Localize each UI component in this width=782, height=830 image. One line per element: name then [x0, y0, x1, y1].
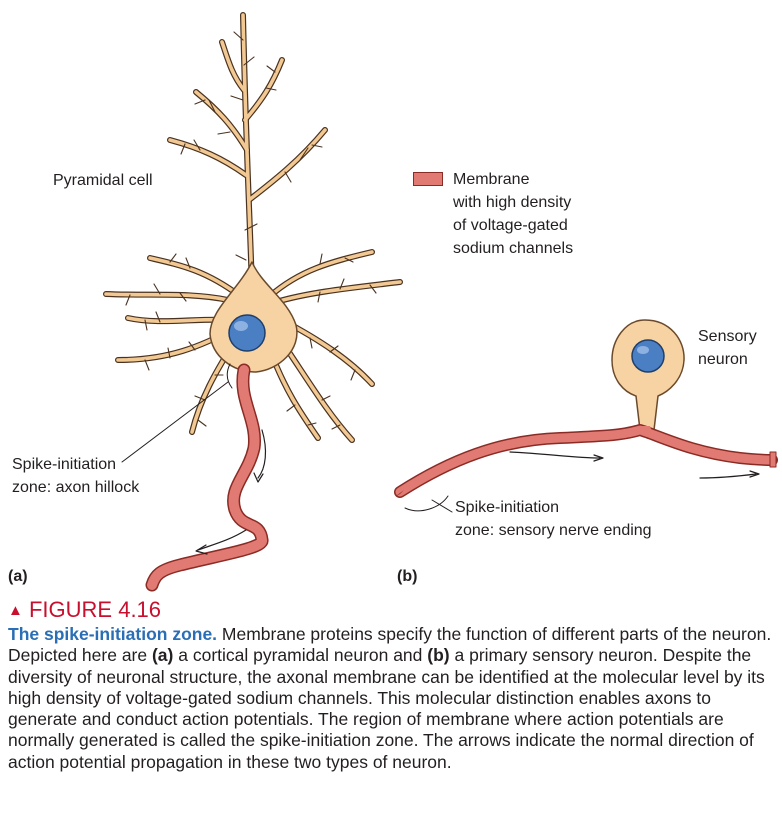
legend-line: sodium channels [453, 240, 574, 257]
sensory-soma [611, 319, 685, 431]
label-line: neuron [698, 351, 748, 368]
pyramidal-neuron [103, 12, 403, 592]
nerve-ending-bracket [404, 495, 449, 512]
panel-label-a: (a) [8, 568, 28, 585]
neuron-illustration [103, 12, 778, 592]
label-line: zone: sensory nerve ending [455, 522, 652, 539]
label-line: Spike-initiation [12, 456, 117, 473]
legend-line: with high density [453, 194, 572, 211]
figure-caption: ▲ FIGURE 4.16 The spike-initiation zone.… [8, 597, 774, 773]
pyramidal-dendrites [103, 12, 403, 443]
caption-title: The spike-initiation zone. [8, 624, 218, 644]
label-spike-zone-sensory-ending: Spike-initiation zone: sensory nerve end… [455, 496, 652, 542]
label-sensory-neuron: Sensory neuron [698, 325, 757, 371]
legend-line: Membrane [453, 171, 530, 188]
legend-swatch [413, 172, 443, 186]
sensory-nucleus [631, 339, 665, 373]
pyramidal-nucleus [228, 314, 266, 352]
sensory-arrow-1 [509, 451, 601, 459]
label-line: Spike-initiation [455, 499, 560, 516]
triangle-icon: ▲ [8, 602, 23, 619]
hillock-leader [121, 381, 229, 463]
panel-label-b: (b) [397, 568, 418, 585]
nerve-ending-leader [431, 499, 453, 513]
figure-number: FIGURE 4.16 [28, 597, 162, 622]
sensory-neuron [394, 319, 778, 513]
caption-segment: a cortical pyramidal neuron and [173, 645, 428, 666]
axon-arrow-1 [257, 429, 267, 479]
figure-number-line: ▲ FIGURE 4.16 [8, 597, 774, 624]
caption-segment: a primary sensory neuron. Despite the di… [8, 645, 765, 772]
caption-text: The spike-initiation zone. Membrane prot… [8, 624, 774, 773]
label-spike-zone-axon-hillock: Spike-initiation zone: axon hillock [12, 453, 139, 499]
sensory-arrow-2 [699, 473, 757, 479]
hillock-bracket [226, 363, 233, 389]
axon-arrow-2 [197, 529, 247, 551]
caption-segment: Membrane proteins specify the function o… [8, 624, 772, 666]
label-pyramidal-cell: Pyramidal cell [53, 172, 153, 189]
legend-text: Membrane with high density of voltage-ga… [453, 168, 573, 260]
legend-line: of voltage-gated [453, 217, 568, 234]
caption-ref-a: (a) [151, 645, 174, 666]
label-line: zone: axon hillock [12, 479, 140, 496]
label-line: Sensory [698, 328, 757, 345]
caption-ref-b: (b) [427, 645, 450, 666]
